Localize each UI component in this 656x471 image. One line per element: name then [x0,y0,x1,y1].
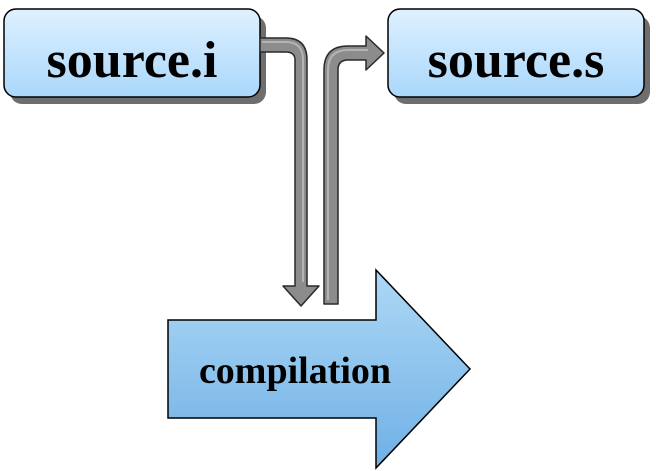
output-file-label: source.s [428,32,605,89]
output-file-box: source.s [387,8,650,104]
input-file-box: source.i [3,8,266,104]
output-pipe-arrow [323,35,385,305]
compilation-label: compilation [199,350,391,392]
compilation-process-arrow: compilation [167,268,472,470]
input-file-label: source.i [47,32,218,89]
input-pipe-arrow [259,37,320,307]
